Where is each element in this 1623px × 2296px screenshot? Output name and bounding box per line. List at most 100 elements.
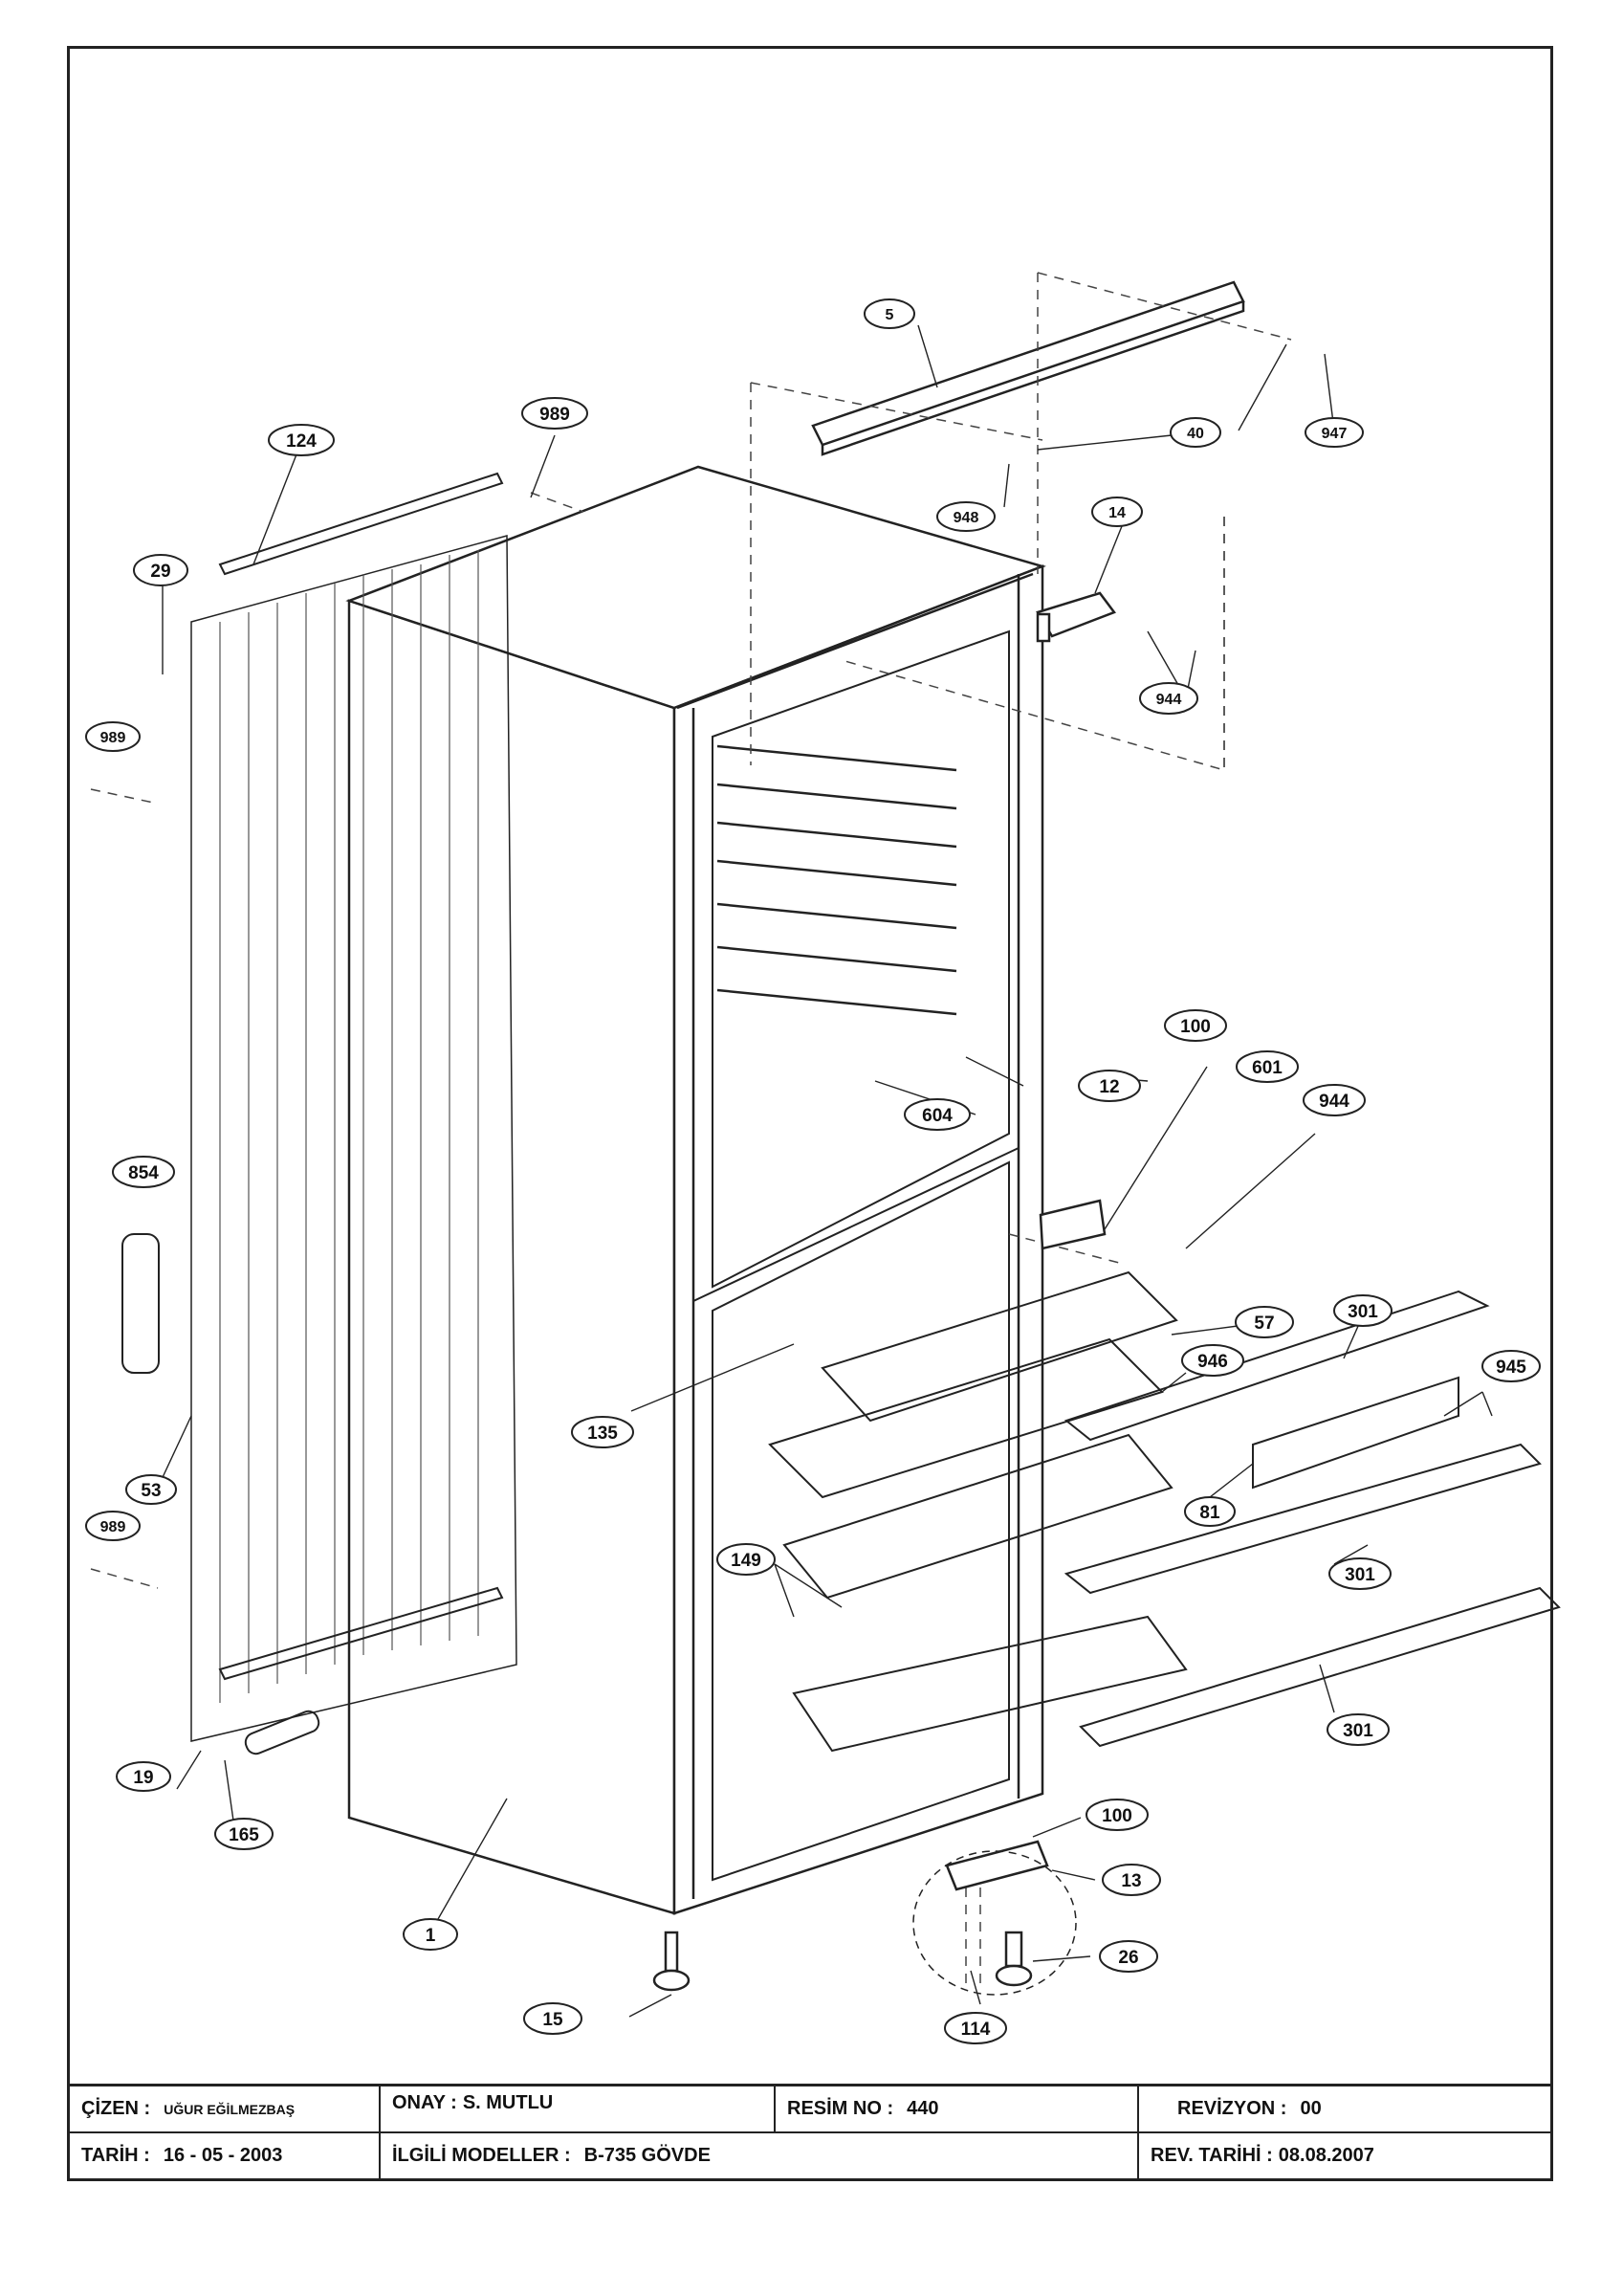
modeller-cell: İLGİLİ MODELLER : B-735 GÖVDE xyxy=(381,2133,1139,2178)
callout-label: 14 xyxy=(1108,505,1126,521)
part-callout-15: 15 xyxy=(523,2002,582,2035)
part-callout-989: 989 xyxy=(85,721,141,752)
part-callout-945: 945 xyxy=(1481,1350,1541,1382)
cizen-value: UĞUR EĞİLMEZBAŞ xyxy=(164,2102,296,2117)
part-callout-604: 604 xyxy=(904,1098,971,1131)
onay-value: S. MUTLU xyxy=(462,2092,554,2113)
callout-label: 854 xyxy=(128,1163,159,1183)
onay-label: ONAY : xyxy=(392,2092,457,2113)
part-callout-135: 135 xyxy=(571,1416,634,1448)
callout-label: 301 xyxy=(1348,1302,1378,1322)
callout-label: 40 xyxy=(1187,426,1204,442)
callout-label: 100 xyxy=(1180,1017,1211,1037)
callout-bubble xyxy=(1305,417,1364,448)
callout-bubble xyxy=(125,1474,177,1505)
part-callout-13: 13 xyxy=(1102,1864,1161,1896)
callout-bubble xyxy=(1086,1799,1149,1831)
callout-bubble xyxy=(521,397,588,430)
callout-label: 29 xyxy=(150,562,170,582)
part-callout-57: 57 xyxy=(1235,1306,1294,1338)
cizen-label: ÇİZEN : xyxy=(81,2098,151,2119)
callout-label: 100 xyxy=(1102,1806,1132,1826)
callout-bubble xyxy=(936,501,996,532)
callout-label: 53 xyxy=(141,1481,161,1501)
part-callout-989: 989 xyxy=(85,1511,141,1541)
part-callout-19: 19 xyxy=(116,1761,171,1792)
revizyon-label: REVİZYON : xyxy=(1177,2098,1287,2119)
callout-label: 12 xyxy=(1099,1077,1119,1097)
rev-tarihi-cell: REV. TARİHİ :08.08.2007 xyxy=(1139,2133,1550,2178)
resim-label: RESİM NO : xyxy=(787,2098,894,2119)
part-callout-301: 301 xyxy=(1327,1713,1390,1746)
callout-bubble xyxy=(1481,1350,1541,1382)
callout-label: 948 xyxy=(954,510,979,526)
callout-bubble xyxy=(85,1511,141,1541)
part-callout-12: 12 xyxy=(1078,1070,1141,1102)
callout-bubble xyxy=(1236,1050,1299,1083)
callout-bubble xyxy=(1333,1294,1393,1327)
callout-bubble xyxy=(864,298,915,329)
callout-bubble xyxy=(944,2012,1007,2044)
part-callout-29: 29 xyxy=(133,554,188,586)
callout-bubble xyxy=(1328,1557,1392,1590)
callout-bubble xyxy=(133,554,188,586)
part-callout-944: 944 xyxy=(1139,682,1198,715)
middle-hinge xyxy=(1039,1199,1107,1250)
callout-bubble xyxy=(214,1818,274,1850)
part-callout-946: 946 xyxy=(1181,1344,1244,1377)
part-callout-944: 944 xyxy=(1303,1084,1366,1116)
part-callout-81: 81 xyxy=(1184,1496,1236,1527)
tarih-value: 16 - 05 - 2003 xyxy=(163,2145,283,2166)
callout-bubble xyxy=(716,1543,776,1576)
callout-bubble xyxy=(116,1761,171,1792)
callout-label: 81 xyxy=(1199,1503,1220,1523)
bottom-hinge xyxy=(912,1840,1077,1996)
cizen-cell: ÇİZEN : UĞUR EĞİLMEZBAŞ xyxy=(70,2086,381,2133)
rev-tarihi-label: REV. TARİHİ : xyxy=(1151,2145,1273,2166)
callout-bubble xyxy=(1235,1306,1294,1338)
resim-cell: RESİM NO :440 xyxy=(776,2086,1139,2133)
callout-bubble xyxy=(1099,1940,1158,1973)
callout-label: 945 xyxy=(1496,1358,1526,1378)
part-callout-5: 5 xyxy=(864,298,915,329)
part-callout-100: 100 xyxy=(1164,1009,1227,1042)
callout-bubble xyxy=(1139,682,1198,715)
rev-tarihi-value: 08.08.2007 xyxy=(1278,2145,1374,2166)
callout-label: 989 xyxy=(100,1519,126,1535)
callout-bubble xyxy=(85,721,141,752)
callout-bubble xyxy=(268,424,335,456)
callout-label: 604 xyxy=(922,1106,953,1126)
callout-label: 135 xyxy=(587,1424,618,1444)
top-rail xyxy=(811,280,1245,456)
callout-label: 989 xyxy=(539,405,570,425)
callout-label: 1 xyxy=(426,1926,436,1946)
revizyon-cell: REVİZYON : 00 xyxy=(1139,2086,1550,2133)
cabinet-body xyxy=(190,465,1046,1915)
callout-bubble xyxy=(1164,1009,1227,1042)
revizyon-value: 00 xyxy=(1300,2098,1322,2119)
callout-label: 5 xyxy=(886,307,894,323)
callout-label: 165 xyxy=(229,1825,259,1845)
callout-bubble xyxy=(1181,1344,1244,1377)
tarih-label: TARİH : xyxy=(81,2145,150,2166)
callout-label: 946 xyxy=(1197,1352,1228,1372)
callout-label: 301 xyxy=(1345,1565,1375,1585)
top-hinge xyxy=(1036,591,1116,643)
part-callout-854: 854 xyxy=(112,1156,175,1188)
callout-label: 989 xyxy=(100,730,126,746)
callout-label: 13 xyxy=(1121,1871,1141,1891)
part-callout-40: 40 xyxy=(1170,417,1221,448)
part-callout-301: 301 xyxy=(1333,1294,1393,1327)
callout-bubble xyxy=(1091,497,1143,527)
part-callout-100: 100 xyxy=(1086,1799,1149,1831)
door-shelves xyxy=(1064,1290,1561,1748)
modeller-value: B-735 GÖVDE xyxy=(583,2145,711,2166)
callout-bubble xyxy=(112,1156,175,1188)
callout-label: 19 xyxy=(133,1768,153,1788)
modeller-label: İLGİLİ MODELLER : xyxy=(392,2145,571,2166)
part-callout-124: 124 xyxy=(268,424,335,456)
callout-bubble xyxy=(1170,417,1221,448)
callout-bubble xyxy=(403,1918,458,1951)
callout-label: 944 xyxy=(1319,1092,1349,1112)
callout-label: 149 xyxy=(731,1551,761,1571)
